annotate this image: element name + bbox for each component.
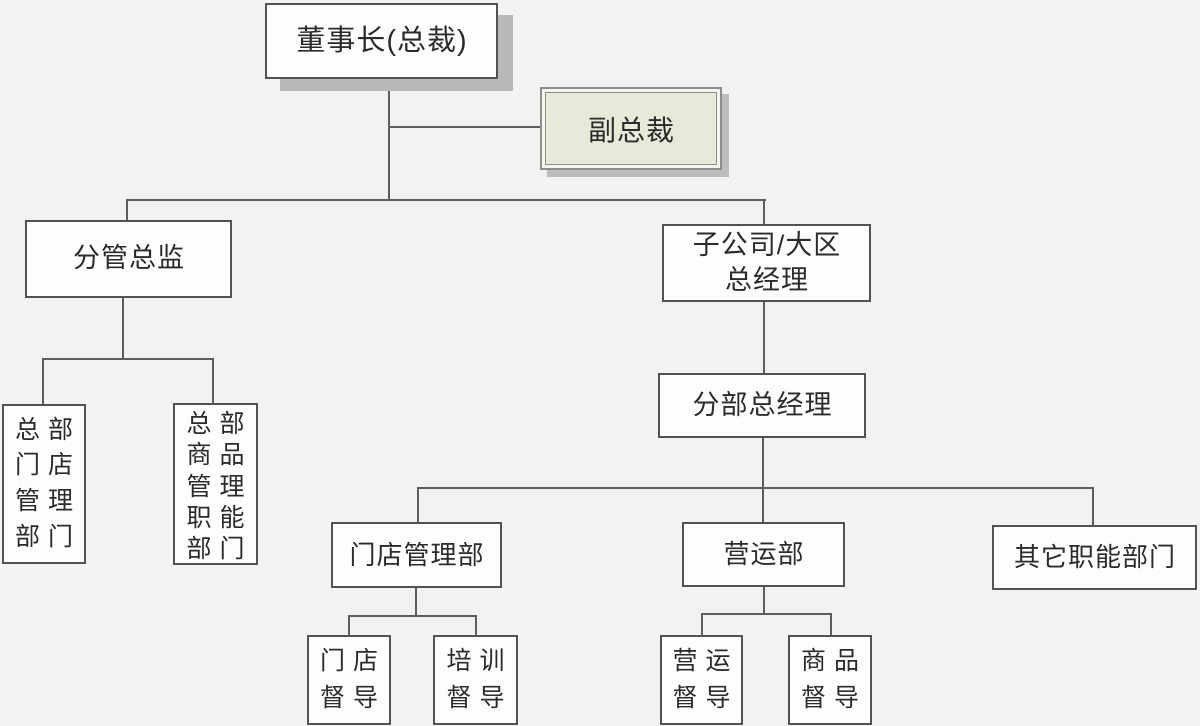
connector-drop-other-dept [1092, 487, 1094, 526]
node-operations-dept-label: 营运部 [723, 539, 805, 570]
node-subsidiary-gm-line1: 子公司/大区 [692, 230, 842, 260]
node-other-func-dept-label: 其它职能部门 [1013, 542, 1176, 573]
node-hq-store-dept-line3: 管理 [14, 487, 81, 516]
connector-drop-training-supervisor [475, 615, 477, 636]
connector-store-sub-horizontal [348, 615, 477, 617]
connector-store-dept-down [415, 588, 417, 617]
node-merchandise-supervisor-line1: 商品 [800, 647, 867, 676]
connector-branch-gm-down [762, 438, 764, 523]
node-subsidiary-gm-line2: 总经理 [725, 265, 809, 295]
node-chairman-label: 董事长(总裁) [296, 24, 468, 57]
node-store-supervisor: 门店 督导 [307, 635, 391, 725]
node-branch-gm-label: 分部总经理 [692, 389, 833, 420]
node-store-mgmt-dept: 门店管理部 [331, 522, 502, 588]
node-hq-merch-dept: 总部 商品 管理 职能 部门 [173, 403, 258, 565]
node-hq-store-dept-line4: 部门 [14, 523, 81, 552]
connector-level1-horizontal [126, 199, 766, 201]
connector-director-down [122, 298, 124, 360]
node-operations-dept: 营运部 [682, 522, 845, 587]
node-hq-merch-dept-line4: 职能 [186, 503, 253, 532]
connector-ops-dept-down [763, 586, 765, 615]
connector-drop-hq-merch [212, 358, 214, 404]
connector-chairman-vp [388, 126, 542, 128]
connector-subsidiary-branch [763, 302, 765, 374]
node-hq-merch-dept-line3: 管理 [186, 472, 253, 501]
connector-director-horizontal [42, 358, 214, 360]
node-chairman: 董事长(总裁) [265, 3, 498, 79]
connector-level3-horizontal [417, 487, 1094, 489]
node-store-supervisor-line1: 门店 [319, 647, 386, 676]
node-operations-supervisor: 营运 督导 [660, 635, 743, 725]
connector-drop-merch-supervisor [830, 613, 832, 636]
node-vice-president: 副总裁 [540, 87, 722, 170]
node-hq-merch-dept-line5: 部门 [186, 535, 253, 563]
node-merchandise-supervisor: 商品 督导 [788, 635, 872, 725]
connector-drop-hq-store [42, 358, 44, 405]
node-training-supervisor-line1: 培训 [446, 647, 513, 676]
connector-drop-subsidiary-gm [763, 199, 765, 225]
node-training-supervisor: 培训 督导 [433, 635, 518, 725]
node-hq-store-dept-line1: 总部 [14, 415, 81, 444]
node-merchandise-supervisor-line2: 督导 [800, 683, 867, 712]
node-training-supervisor-line2: 督导 [446, 683, 513, 712]
connector-chairman-trunk [388, 78, 390, 201]
node-other-func-dept: 其它职能部门 [992, 525, 1197, 590]
node-store-mgmt-dept-label: 门店管理部 [349, 539, 485, 570]
node-vice-president-inner: 副总裁 [545, 92, 717, 165]
connector-drop-store-supervisor [348, 615, 350, 636]
node-hq-store-dept: 总部 门店 管理 部门 [2, 404, 86, 564]
node-subsidiary-gm: 子公司/大区 总经理 [662, 224, 871, 302]
connector-drop-director [126, 199, 128, 221]
connector-drop-ops-supervisor [701, 613, 703, 636]
node-hq-merch-dept-line2: 商品 [186, 441, 253, 470]
node-operations-supervisor-line2: 督导 [672, 683, 739, 712]
node-branch-gm: 分部总经理 [658, 373, 866, 438]
node-hq-store-dept-line2: 门店 [14, 451, 81, 480]
node-director: 分管总监 [25, 220, 232, 298]
node-operations-supervisor-line1: 营运 [672, 647, 739, 676]
connector-ops-sub-horizontal [701, 613, 832, 615]
node-vice-president-label: 副总裁 [587, 114, 675, 146]
node-hq-merch-dept-line1: 总部 [186, 410, 253, 438]
connector-drop-store-dept [417, 487, 419, 523]
node-director-label: 分管总监 [73, 243, 185, 274]
node-store-supervisor-line2: 督导 [319, 683, 386, 712]
